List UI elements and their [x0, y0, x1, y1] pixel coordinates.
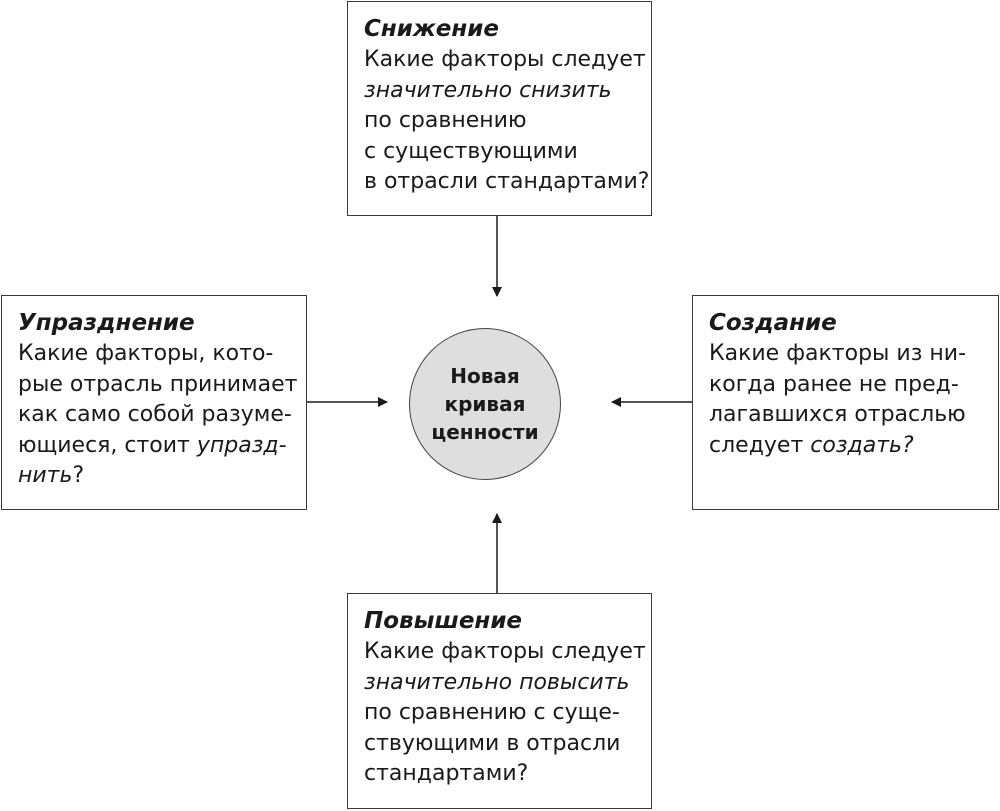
body-text: Какие факторы, кото- — [18, 341, 274, 366]
center-label-line: кривая — [444, 392, 526, 416]
body-line: в отрасли стандартами? — [364, 167, 649, 198]
body-text: ? — [72, 463, 85, 488]
body-text: Какие факторы следует — [364, 47, 646, 72]
body-line: стандартами? — [364, 759, 637, 790]
box-create: Создание Какие факторы из ни-когда ранее… — [692, 295, 999, 510]
body-text: ющиеся, стоит — [18, 432, 197, 458]
body-line: нить? — [18, 461, 292, 492]
center-label-line: ценности — [431, 420, 539, 444]
body-text: по сравнению — [364, 108, 527, 133]
body-text: Какие факторы следует — [364, 639, 646, 664]
body-line: как само собой разуме- — [18, 400, 292, 431]
box-create-body: Какие факторы из ни-когда ранее не пред-… — [709, 339, 984, 461]
center-label: Новая кривая ценности — [431, 362, 538, 446]
box-eliminate-heading: Упразднение — [18, 310, 195, 336]
body-line: значительно повысить — [364, 668, 637, 699]
body-text: стандартами? — [364, 761, 529, 786]
center-circle: Новая кривая ценности — [409, 328, 561, 480]
body-text: как само собой разуме- — [18, 402, 292, 427]
box-raise: Повышение Какие факторы следует значитель… — [347, 593, 652, 809]
body-line: лагавшихся отраслью — [709, 400, 984, 431]
body-text: лагавшихся отраслью — [709, 402, 966, 427]
body-line: по сравнению — [364, 106, 637, 137]
box-reduce-heading: Снижение — [364, 16, 499, 42]
body-text: Какие факторы из ни- — [709, 341, 967, 366]
body-text: ствующими в отрасли — [364, 730, 621, 756]
body-line: значительно снизить — [364, 76, 637, 107]
body-line: Какие факторы из ни- — [709, 339, 984, 370]
body-line: по сравнению с суще- — [364, 698, 637, 729]
body-line: Какие факторы следует — [364, 45, 646, 76]
body-line: Какие факторы следует — [364, 637, 646, 668]
box-raise-body: Какие факторы следует значительно повысит… — [364, 637, 646, 790]
box-eliminate-body: Какие факторы, кото-рые отрасль принимае… — [18, 339, 297, 492]
emphasis-text: значительно снизить — [364, 77, 612, 103]
emphasis-text: значительно повысить — [364, 669, 630, 695]
body-line: когда ранее не пред- — [709, 370, 984, 401]
box-create-heading: Создание — [709, 310, 837, 336]
box-reduce-body: Какие факторы следует значительно снизить… — [364, 45, 649, 198]
box-raise-heading: Повышение — [364, 608, 523, 634]
center-label-line: Новая — [450, 364, 520, 388]
body-text: когда ранее не пред- — [709, 371, 959, 397]
body-text: рые отрасль принимает — [18, 371, 298, 397]
body-text: с существующими — [364, 138, 578, 164]
body-line: ствующими в отрасли — [364, 729, 637, 760]
body-line: рые отрасль принимает — [18, 370, 297, 401]
body-line: с существующими — [364, 137, 637, 168]
body-line: следует создать? — [709, 431, 984, 462]
box-eliminate: Упразднение Какие факторы, кото-рые отра… — [1, 295, 307, 510]
body-text: по сравнению с суще- — [364, 700, 620, 725]
emphasis-text: нить — [18, 463, 73, 488]
emphasis-text: создать? — [810, 432, 914, 458]
body-line: ющиеся, стоит упразд- — [18, 431, 292, 462]
body-text: следует — [709, 432, 811, 458]
box-reduce: Снижение Какие факторы следует значительн… — [347, 1, 652, 216]
body-line: Какие факторы, кото- — [18, 339, 292, 370]
emphasis-text: упразд- — [196, 432, 287, 458]
body-text: в отрасли стандартами? — [364, 169, 650, 194]
